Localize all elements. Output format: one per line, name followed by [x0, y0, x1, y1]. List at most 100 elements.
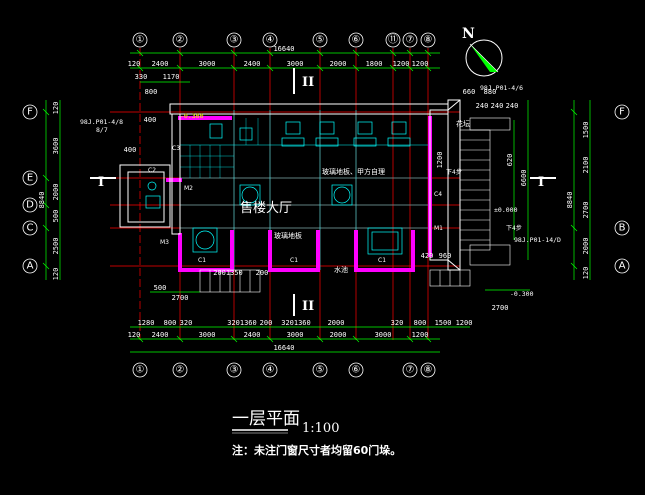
dim-stair-2700: 2700	[172, 294, 189, 302]
ref-top: 98J.P01-4/8	[80, 118, 123, 126]
dim-right-top-1: 880	[484, 88, 497, 96]
axis-bottom-6: ⑥	[352, 365, 361, 376]
axis-right-F: F	[619, 107, 625, 118]
dim-inner-420: 420	[421, 252, 434, 260]
axis-left-E: E	[27, 173, 33, 184]
dim-bottom-r1-3: 3201360	[227, 319, 257, 327]
dim-left-small-0: 400	[144, 116, 157, 124]
window-c1-b: C1	[290, 257, 298, 264]
elev-3: -0.300	[180, 112, 204, 120]
axis-left-D: D	[26, 200, 34, 211]
stairs-right	[459, 117, 511, 266]
furniture	[145, 121, 411, 255]
window-c4: C4	[434, 191, 442, 198]
axis-bottom-1: ①	[136, 365, 145, 376]
dim-left-total: 8840	[38, 192, 46, 209]
axis-top-3: ③	[230, 35, 239, 46]
axis-bubbles-bottom	[132, 362, 436, 378]
hall-label: 售楼大厅	[240, 200, 292, 216]
axis-top-4: ④	[266, 35, 275, 46]
axis-bubbles-right	[614, 104, 630, 274]
dim-top-total: 16640	[273, 45, 294, 53]
axis-top-7: ⑪	[388, 34, 398, 46]
ref-right-bottom: 98J.P01-14/D	[514, 236, 561, 244]
section-top: II	[302, 75, 314, 90]
dim-top-7: 1200	[393, 60, 410, 68]
axis-bottom-3: ③	[230, 365, 239, 376]
dim-bottom-r2-5: 2000	[330, 331, 347, 339]
axis-top-6: ⑥	[352, 35, 361, 46]
axis-top-9: ⑧	[424, 35, 433, 46]
north-label: N	[462, 26, 475, 42]
dim-bottom-r1-6: 2000	[328, 319, 345, 327]
dim-left-4: 2500	[52, 238, 60, 255]
door-m2: M2	[184, 185, 193, 192]
dim-top-8: 1200	[412, 60, 429, 68]
ref-right-top: 98J.P01-4/6	[480, 84, 523, 92]
elev-2: ±0.000	[494, 206, 518, 214]
dim-bottom-r1-0: 1280	[138, 319, 155, 327]
dim-bottom-r1-10: 1200	[456, 319, 473, 327]
dim-bottom-r1-8: 800	[414, 319, 427, 327]
dim-bottom-total: 16640	[273, 344, 294, 352]
north-arrow	[465, 39, 503, 77]
dim-bottom-r1-9: 1500	[435, 319, 452, 327]
section-bottom: II	[302, 299, 314, 314]
dim-top-small-c: 800	[145, 88, 158, 96]
door-m1: M1	[434, 225, 443, 232]
window-c3: C3	[172, 145, 180, 152]
dimension-lines	[42, 49, 591, 353]
dim-top-small-a: 330	[135, 73, 148, 81]
axis-bottom-4: ④	[266, 365, 275, 376]
dim-right-0: 1500	[582, 122, 590, 139]
drawing-note: 注：未注门窗尺寸者均留60门垛。	[232, 443, 401, 457]
section-left: I	[98, 175, 104, 190]
dim-top-5: 2000	[330, 60, 347, 68]
dim-inner-bottom-0: 2001350	[213, 269, 243, 277]
axis-top-1: ①	[136, 35, 145, 46]
dim-right-top2-0: 240	[476, 102, 489, 110]
dim-bottom-r2-6: 3000	[375, 331, 392, 339]
dim-bottom-r1-1: 800	[164, 319, 177, 327]
dim-stair-500: 500	[154, 284, 167, 292]
dim-left-5: 120	[52, 268, 60, 281]
axis-bubbles-left	[22, 104, 38, 274]
dim-right-outer: 6600	[520, 170, 528, 187]
window-c1-a: C1	[198, 257, 206, 264]
dim-bottom-r1-2: 320	[180, 319, 193, 327]
dim-top-6: 1800	[366, 60, 383, 68]
dim-bottom-r2-4: 3000	[287, 331, 304, 339]
window-c2: C2	[148, 167, 156, 174]
dim-left-0: 120	[52, 102, 60, 115]
dim-bottom-r2-3: 2400	[244, 331, 261, 339]
dim-top-2: 3000	[199, 60, 216, 68]
dim-right-4: 120	[582, 267, 590, 280]
dim-left-small-1: 400	[124, 146, 137, 154]
elev-1: -0.300	[510, 290, 534, 298]
dim-right-top2-2: 240	[506, 102, 519, 110]
outer-walls	[119, 99, 461, 271]
axis-bottom-2: ②	[176, 365, 185, 376]
dim-inner-1200: 1200	[436, 152, 444, 169]
dim-bottom-r1-7: 320	[391, 319, 404, 327]
door-m3: M3	[160, 239, 169, 246]
dim-left-1: 3600	[52, 138, 60, 155]
stairs-bottom	[199, 269, 471, 293]
axis-top-2: ②	[176, 35, 185, 46]
glass-floor-label-2: 玻璃地板	[274, 231, 302, 240]
drawing-scale: 1:100	[302, 421, 339, 436]
section-right: I	[538, 175, 544, 190]
dim-left-3: 500	[52, 210, 60, 223]
water-pool-label: 水池	[334, 265, 348, 274]
dim-right-2: 2700	[582, 202, 590, 219]
dim-right-mid: 620	[506, 154, 514, 167]
dim-bottom-r2-1: 2400	[152, 331, 169, 339]
dim-right-1: 2100	[582, 157, 590, 174]
dim-inner-960: 960	[439, 252, 452, 260]
dim-top-3: 2400	[244, 60, 261, 68]
dim-bottom-r2-2: 3000	[199, 331, 216, 339]
dim-bottom-r1-5: 3201360	[281, 319, 311, 327]
axis-left-F: F	[27, 107, 33, 118]
walls	[166, 116, 432, 272]
axis-right-A: A	[619, 261, 626, 272]
